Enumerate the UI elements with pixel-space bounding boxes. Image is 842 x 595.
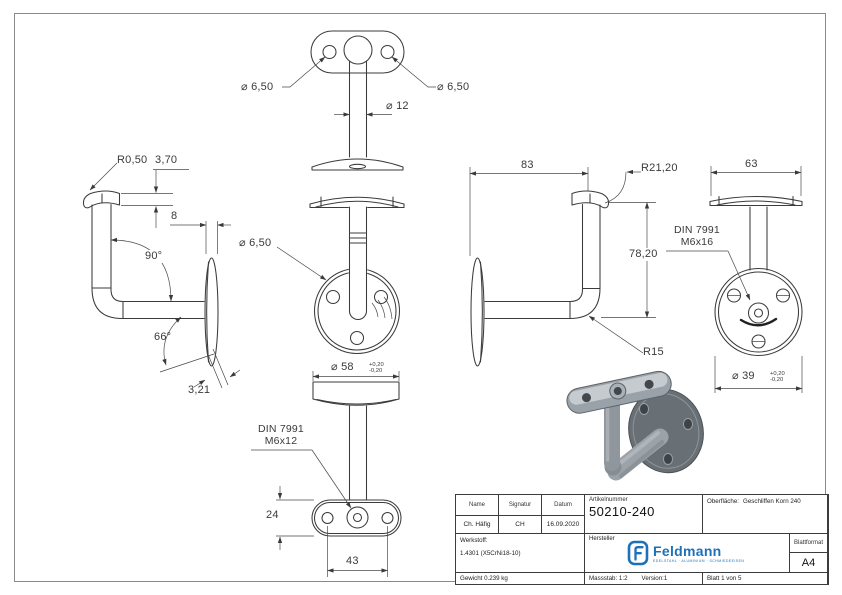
blattformat-value: A4 xyxy=(801,556,816,569)
dim-back-plate-diameter: ⌀ 39 xyxy=(732,370,755,382)
datum-value: 16.09.2020 xyxy=(546,521,580,528)
dim-right-saddle-width: 63 xyxy=(745,158,758,170)
signatur-header-label: Signatur xyxy=(508,502,532,508)
massstab-value: Massstab: 1:2 xyxy=(589,575,628,582)
dim-back-plate-tolerance: +0,20 -0,20 xyxy=(770,371,785,383)
blattformat-label: Blattformat xyxy=(793,540,823,546)
titleblock-blatt: Blatt 1 von 5 xyxy=(703,573,827,584)
titleblock-signatur-value: CH xyxy=(499,516,541,533)
feldmann-tagline: EDELSTAHL · ALUMINIUM · SCHMIEDEEISEN xyxy=(653,558,745,563)
dim-right-arm-length: 83 xyxy=(521,159,534,171)
dim-right-bend-radius: R15 xyxy=(643,346,664,358)
view-iso-3d xyxy=(566,370,704,481)
titleblock-blattformat-value: A4 xyxy=(790,553,827,572)
title-block: Name Signatur Datum Artikelnummer 50210-… xyxy=(455,494,829,585)
werkstoff-label: Werkstoff: xyxy=(460,537,488,544)
gewicht-value: Gewicht 0.239 kg xyxy=(460,575,508,582)
name-header-label: Name xyxy=(468,502,485,508)
titleblock-werkstoff: Werkstoff: 1.4301 (X5CrNi18-10) xyxy=(456,534,584,572)
titleblock-artikelnummer: Artikelnummer 50210-240 xyxy=(585,495,702,533)
tolerance-minus: -0,20 xyxy=(770,377,784,383)
tolerance-plus: +0,20 xyxy=(770,371,785,377)
artikelnummer-value: 50210-240 xyxy=(589,504,655,519)
view-side-right xyxy=(469,167,656,367)
dim-top-hole-right: ⌀ 6,50 xyxy=(437,81,470,93)
view-back-plate xyxy=(666,166,803,393)
werkstoff-value: 1.4301 (X5CrNi18-10) xyxy=(460,550,521,557)
dim-left-plate-thickness: 3,21 xyxy=(188,384,211,396)
callout-screw-front: DIN 7991 M6x12 xyxy=(251,423,311,447)
dim-right-overall-height: 78,20 xyxy=(627,248,660,261)
titleblock-gewicht: Gewicht 0.239 kg xyxy=(456,573,584,584)
view-saddle-bottom xyxy=(251,449,402,577)
view-top-plan xyxy=(282,30,436,171)
oberflaeche-label: Oberfläche: xyxy=(707,498,739,505)
dim-top-stem-diameter: ⌀ 12 xyxy=(386,100,409,112)
dim-front-hole-pitch: 43 xyxy=(346,555,359,567)
screw-size: M6x12 xyxy=(264,434,298,447)
titleblock-datum-header: Datum xyxy=(542,495,584,515)
view-front-elevation xyxy=(276,196,405,355)
dim-front-hole-diameter: ⌀ 6,50 xyxy=(239,237,272,249)
titleblock-hersteller: Hersteller Feldmann EDELSTAHL · ALUMINIU… xyxy=(585,534,789,572)
oberflaeche-value: Geschliffen Korn 240 xyxy=(743,498,801,505)
callout-screw-back: DIN 7991 M6x16 xyxy=(666,224,728,248)
view-plate-side xyxy=(312,371,400,501)
titleblock-massstab: Massstab: 1:2 Version:1 xyxy=(585,573,702,584)
feldmann-logo-icon xyxy=(627,540,649,566)
screw-norm: DIN 7991 xyxy=(258,423,304,435)
blatt-value: Blatt 1 von 5 xyxy=(707,575,742,582)
version-value: Version:1 xyxy=(641,575,668,582)
titleblock-name-value: Ch. Häfig xyxy=(456,516,498,533)
tolerance-plus: +0,20 xyxy=(369,362,384,368)
name-value: Ch. Häfig xyxy=(463,521,491,528)
dim-left-saddle-height: 3,70 xyxy=(155,154,178,166)
titleblock-datum-value: 16.09.2020 xyxy=(542,516,584,533)
feldmann-wordmark: Feldmann xyxy=(653,542,722,559)
tolerance-minus: -0,20 xyxy=(369,368,383,374)
dim-top-hole-left: ⌀ 6,50 xyxy=(241,81,274,93)
titleblock-signatur-header: Signatur xyxy=(499,495,541,515)
screw-size: M6x16 xyxy=(680,235,714,248)
dim-left-angle-main: 90° xyxy=(143,250,165,263)
dim-front-saddle-depth: 24 xyxy=(266,509,279,521)
titleblock-name-header: Name xyxy=(456,495,498,515)
screw-norm: DIN 7991 xyxy=(674,224,720,236)
dim-front-plate-diameter: ⌀ 58 xyxy=(331,361,354,373)
artikelnummer-label: Artikelnummer xyxy=(589,497,628,503)
titleblock-blattformat-label: Blattformat xyxy=(790,534,827,552)
dim-left-plate-standoff: 8 xyxy=(171,210,178,222)
feldmann-logo: Feldmann EDELSTAHL · ALUMINIUM · SCHMIED… xyxy=(627,540,744,566)
dim-left-angle-plate: 66° xyxy=(154,331,172,343)
datum-header-label: Datum xyxy=(554,502,572,508)
dim-right-saddle-radius: R21,20 xyxy=(641,162,678,174)
titleblock-oberflaeche: Oberfläche: Geschliffen Korn 240 xyxy=(703,495,827,533)
signatur-value: CH xyxy=(515,521,525,528)
view-side-left xyxy=(82,162,241,389)
dim-left-radius-top: R0,50 xyxy=(117,154,148,166)
hersteller-label: Hersteller xyxy=(589,536,615,542)
sheet-border xyxy=(14,13,826,582)
dim-front-plate-tolerance: +0,20 -0,20 xyxy=(369,362,384,374)
